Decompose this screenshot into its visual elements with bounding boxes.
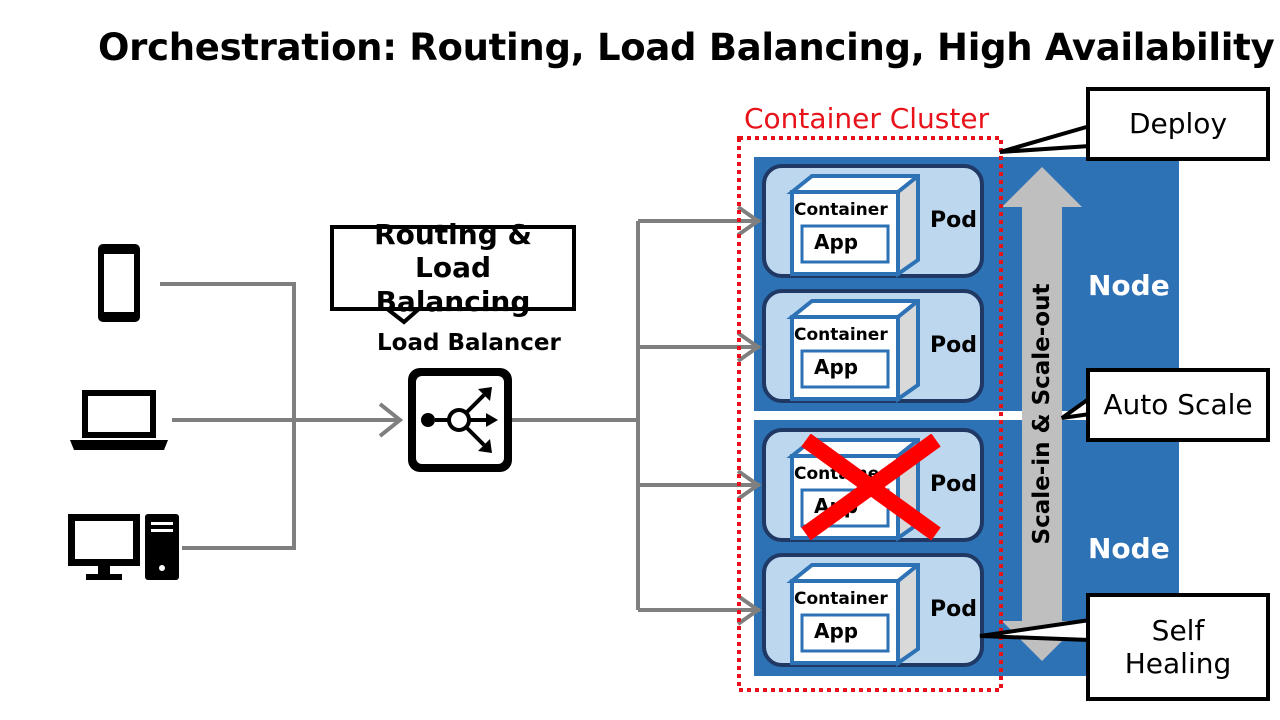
auto-scale-callout-text: Auto Scale (1103, 388, 1253, 422)
node-label: Node (1088, 269, 1170, 302)
pod-label: Pod (930, 472, 977, 497)
desktop-icon (68, 514, 179, 580)
app-label: App (814, 619, 859, 643)
cluster-label: Container Cluster (744, 102, 990, 135)
node-label: Node (1088, 532, 1170, 565)
container-label: Container (794, 589, 888, 609)
smartphone-icon (98, 244, 140, 322)
failure-cross-icon (801, 434, 941, 540)
pod-2: Container App Pod (762, 289, 984, 403)
self-healing-line-2: Healing (1124, 647, 1232, 680)
deploy-callout: Deploy (1086, 87, 1270, 161)
container-icon (786, 563, 920, 667)
pod-1: Container App Pod (762, 164, 984, 278)
app-label: App (814, 230, 859, 254)
pod-label: Pod (930, 597, 977, 622)
app-label: App (814, 355, 859, 379)
load-balancer-icon (408, 368, 512, 472)
page-title: Orchestration: Routing, Load Balancing, … (98, 26, 1275, 69)
routing-callout: Routing & Load Balancing (330, 218, 576, 318)
self-healing-line-1: Self (1151, 613, 1205, 647)
deploy-callout-pointer (999, 123, 1092, 154)
load-balancer-label: Load Balancer (377, 330, 561, 356)
deploy-callout-text: Deploy (1128, 107, 1228, 141)
auto-scale-callout: Auto Scale (1086, 368, 1270, 442)
container-label: Container (794, 325, 888, 345)
pod-label: Pod (930, 208, 977, 233)
laptop-icon (70, 390, 168, 450)
pod-label: Pod (930, 333, 977, 358)
pod-4: Container App Pod (762, 553, 984, 667)
container-label: Container (794, 200, 888, 220)
scale-arrow (1002, 167, 1082, 661)
container-icon (786, 174, 920, 278)
pod-3-failed: Container App Pod (762, 428, 984, 542)
container-icon (786, 299, 920, 403)
self-healing-callout: Self Healing (1086, 593, 1270, 701)
cluster-outline (737, 136, 1003, 692)
routing-callout-line-2: Load Balancing (375, 251, 531, 318)
routing-callout-line-1: Routing & (374, 218, 532, 252)
selfheal-callout-pointer (979, 617, 1092, 643)
